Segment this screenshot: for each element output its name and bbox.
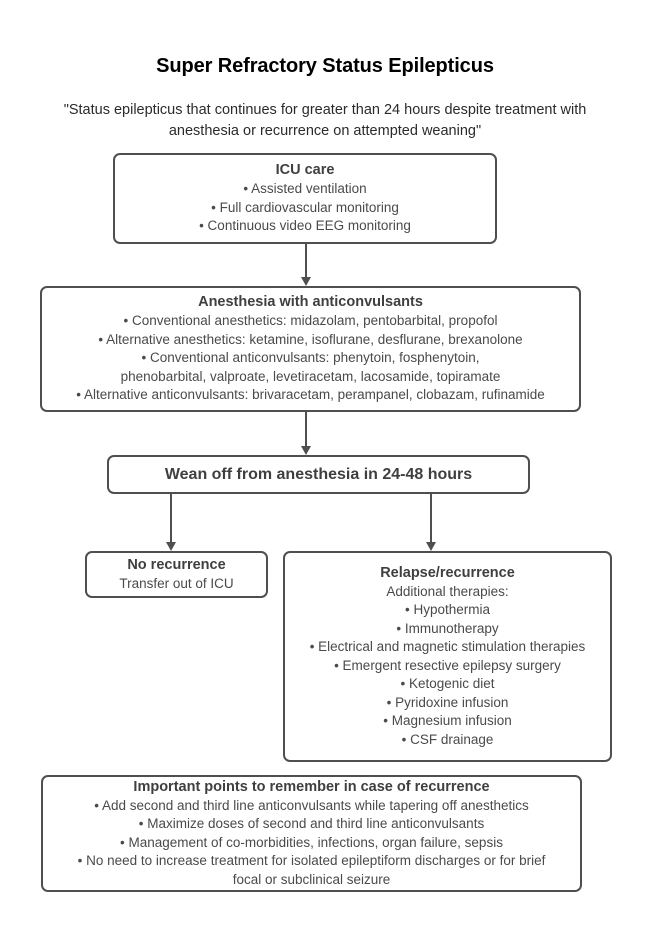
node-heading: Anesthesia with anticonvulsants bbox=[198, 294, 423, 311]
node-line: • Conventional anticonvulsants: phenytoi… bbox=[120, 350, 501, 384]
node-line: • Add second and third line anticonvulsa… bbox=[94, 797, 529, 813]
node-line: • Conventional anesthetics: midazolam, p… bbox=[123, 313, 498, 329]
node-line: • Pyridoxine infusion bbox=[386, 694, 509, 710]
node-anesthesia-with-anticonvulsants[interactable]: Anesthesia with anticonvulsants • Conven… bbox=[40, 286, 581, 412]
node-line: Transfer out of ICU bbox=[119, 575, 234, 591]
page-title: Super Refractory Status Epilepticus bbox=[156, 55, 494, 77]
node-line: Additional therapies: bbox=[386, 583, 509, 599]
node-line: • Assisted ventilation bbox=[243, 181, 367, 197]
node-wean-off-anesthesia[interactable]: Wean off from anesthesia in 24-48 hours bbox=[107, 455, 530, 494]
node-line: • Ketogenic diet bbox=[400, 676, 495, 692]
node-line: • Immunotherapy bbox=[396, 620, 499, 636]
node-relapse-recurrence[interactable]: Relapse/recurrence Additional therapies:… bbox=[283, 551, 612, 762]
node-heading: Important points to remember in case of … bbox=[133, 778, 490, 795]
node-heading: Wean off from anesthesia in 24-48 hours bbox=[164, 466, 473, 483]
node-line: • Alternative anticonvulsants: brivarace… bbox=[76, 387, 545, 403]
node-line: • Electrical and magnetic stimulation th… bbox=[309, 639, 586, 655]
node-no-recurrence[interactable]: No recurrence Transfer out of ICU bbox=[85, 551, 268, 598]
node-line: • Management of co-morbidities, infectio… bbox=[120, 834, 503, 850]
node-line: • Maximize doses of second and third lin… bbox=[138, 816, 485, 832]
node-heading: Relapse/recurrence bbox=[380, 564, 515, 581]
node-important-points[interactable]: Important points to remember in case of … bbox=[41, 775, 582, 892]
definition-text: "Status epilepticus that continues for g… bbox=[63, 102, 587, 139]
node-line: • Alternative anesthetics: ketamine, iso… bbox=[98, 331, 523, 347]
node-line: • Emergent resective epilepsy surgery bbox=[334, 657, 561, 673]
node-line: • Full cardiovascular monitoring bbox=[211, 199, 399, 215]
node-line: • Continuous video EEG monitoring bbox=[199, 218, 411, 234]
node-line: • CSF drainage bbox=[401, 731, 494, 747]
node-icu-care[interactable]: ICU care • Assisted ventilation • Full c… bbox=[113, 153, 497, 244]
node-heading: No recurrence bbox=[127, 556, 226, 573]
node-line: • No need to increase treatment for isol… bbox=[77, 853, 546, 887]
node-heading: ICU care bbox=[275, 162, 335, 179]
node-line: • Hypothermia bbox=[404, 602, 490, 618]
node-line: • Magnesium infusion bbox=[383, 713, 512, 729]
